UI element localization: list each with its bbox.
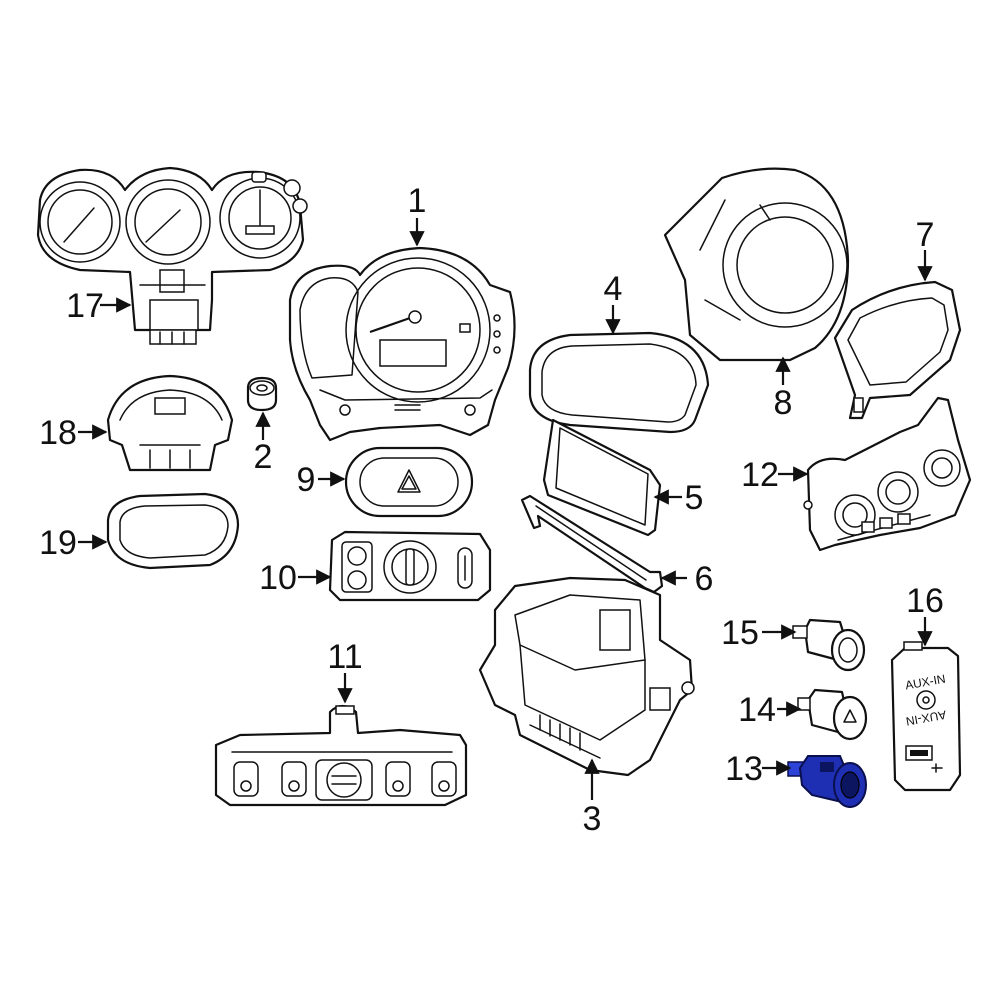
part-5-display[interactable]: [542, 418, 662, 537]
callout-12: 12: [741, 456, 779, 494]
part-8-gauge-housing[interactable]: [663, 167, 850, 362]
part-2-grommet[interactable]: [246, 376, 278, 412]
part-1-instrument-cluster[interactable]: [288, 246, 516, 442]
part-11-roof-console[interactable]: [214, 704, 468, 807]
callout-14: 14: [738, 691, 776, 729]
callout-18: 18: [39, 414, 77, 452]
part-13-socket-highlighted[interactable]: [787, 755, 867, 808]
aux-in-label-top: AUX-IN: [904, 672, 946, 693]
part-12-climate-control[interactable]: [803, 396, 972, 552]
callout-17: 17: [66, 287, 104, 325]
callout-11: 11: [327, 638, 362, 676]
part-3-center-housing[interactable]: [478, 576, 695, 777]
callout-1: 1: [408, 182, 427, 220]
callout-7: 7: [916, 216, 935, 254]
part-15-socket[interactable]: [792, 618, 866, 672]
part-4-frame[interactable]: [528, 331, 710, 434]
callout-labels: 1 2 3 4 5 6 7 8 9 10 11 12 13 14 15 16 1…: [39, 182, 944, 838]
callout-8: 8: [774, 384, 793, 422]
callout-9: 9: [297, 461, 316, 499]
callout-16: 16: [906, 582, 944, 620]
part-17-gauge-cluster[interactable]: [36, 166, 308, 345]
callout-10: 10: [259, 559, 297, 597]
part-7-bezel[interactable]: [833, 280, 962, 420]
part-10-headlight-switch[interactable]: [328, 530, 492, 602]
callout-6: 6: [695, 560, 714, 598]
part-9-hazard-switch[interactable]: [344, 446, 474, 518]
callout-19: 19: [39, 524, 77, 562]
part-16-aux-usb-panel[interactable]: AUX-IN AUX-IN: [890, 641, 962, 792]
aux-in-label-bottom: AUX-IN: [905, 708, 947, 729]
part-14-socket-cap[interactable]: [797, 688, 868, 741]
leader-lines: [78, 218, 933, 800]
callout-13: 13: [725, 750, 763, 788]
part-18-housing[interactable]: [106, 374, 234, 472]
callout-2: 2: [254, 438, 273, 476]
callout-15: 15: [721, 614, 759, 652]
callout-4: 4: [604, 270, 623, 308]
part-19-gasket[interactable]: [106, 492, 240, 570]
callout-3: 3: [583, 800, 602, 838]
callout-5: 5: [685, 479, 704, 517]
